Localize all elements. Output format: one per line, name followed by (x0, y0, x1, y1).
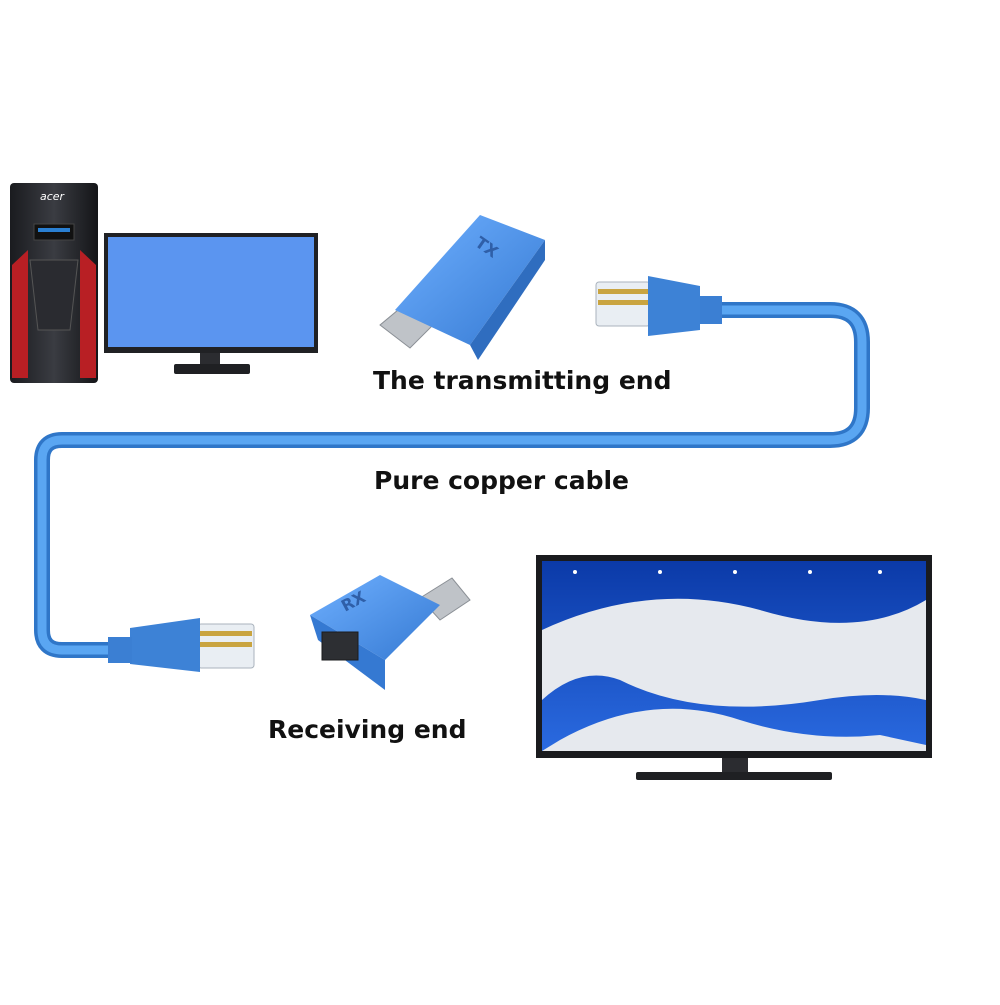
pc-brand-label: acer (40, 190, 66, 203)
monitor-icon (104, 233, 318, 374)
hdmi-receiver-icon: RX (310, 575, 471, 690)
pc-tower-icon: acer (10, 183, 98, 383)
transmitting-end-label: The transmitting end (373, 366, 672, 395)
rj45-plug-icon (595, 276, 722, 336)
tv-icon (536, 555, 932, 780)
rj45-plug-icon (108, 618, 255, 672)
hdmi-transmitter-icon: TX (379, 215, 545, 360)
receiving-end-label: Receiving end (268, 715, 467, 744)
pure-copper-cable-label: Pure copper cable (374, 466, 629, 495)
ethernet-cable-icon (34, 302, 870, 658)
